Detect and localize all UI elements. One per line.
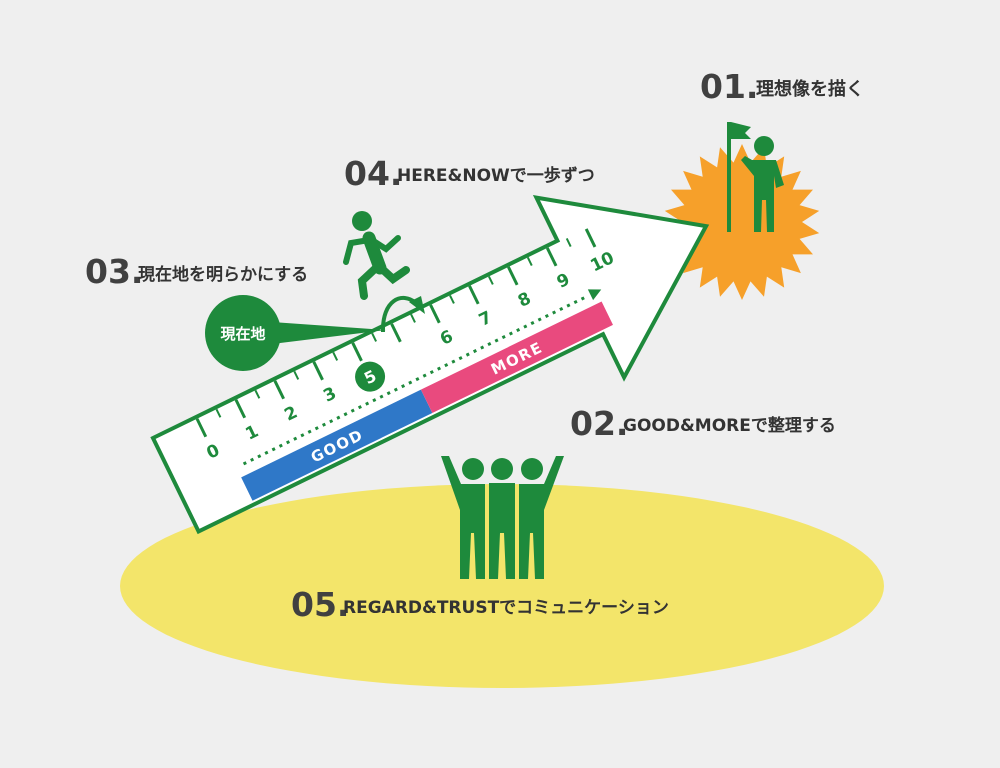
- flag-person-icon: [727, 122, 784, 232]
- ruler-minor-tick: [215, 408, 222, 418]
- step-04-number: 04.: [344, 154, 402, 193]
- dotted-line-arrowhead: [587, 289, 602, 301]
- ruler-tick: [584, 228, 597, 248]
- ruler-minor-tick: [565, 237, 572, 247]
- current-location-label: 現在地: [220, 325, 265, 343]
- step-03: 03. 現在地を明らかにする: [85, 252, 308, 291]
- ruler-tick: [273, 380, 285, 400]
- step-01-label: 理想像を描く: [756, 78, 864, 100]
- step-05-number: 05.: [291, 585, 349, 624]
- walking-person-icon: [343, 211, 410, 300]
- ruler-minor-tick: [526, 256, 533, 266]
- arrow-ruler-body: [150, 194, 710, 535]
- step-01: 01. 理想像を描く: [700, 67, 864, 106]
- step-03-number: 03.: [85, 252, 143, 291]
- ruler-tick: [429, 304, 441, 324]
- ruler-tick: [195, 418, 208, 438]
- ruler-tick: [468, 285, 480, 305]
- ruler-minor-tick: [410, 313, 416, 323]
- ruler-tick: [507, 266, 519, 286]
- ruler-minor-tick: [254, 389, 261, 399]
- curved-arrow-icon: [380, 296, 425, 333]
- step-02: 02. GOOD&MOREで整理する: [570, 404, 836, 443]
- step-04-label: HERE&NOWで一歩ずつ: [397, 165, 595, 186]
- ruler-tick: [351, 342, 363, 362]
- ruler-minor-tick: [332, 351, 339, 361]
- step-02-label: GOOD&MOREで整理する: [623, 415, 836, 436]
- arrow-ruler: 01234678910 GOOD MORE 5: [150, 194, 710, 535]
- ruler-tick: [390, 323, 402, 343]
- ruler-tick: [545, 247, 558, 267]
- step-05-label: REGARD&TRUSTでコミュニケーション: [343, 598, 669, 618]
- ruler-tick: [312, 361, 324, 381]
- step-03-label: 現在地を明らかにする: [138, 264, 308, 285]
- current-location-bubble: 現在地: [205, 295, 386, 371]
- ruler-minor-tick: [449, 294, 455, 304]
- current-value-marker: [355, 361, 386, 392]
- step-04: 04. HERE&NOWで一歩ずつ: [344, 154, 595, 193]
- team-ellipse: [120, 484, 884, 688]
- ruler-minor-tick: [293, 370, 300, 380]
- step-05: 05. REGARD&TRUSTでコミュニケーション: [291, 585, 669, 624]
- step-01-number: 01.: [700, 67, 758, 106]
- ruler-tick: [234, 399, 247, 419]
- more-band: [420, 301, 613, 414]
- good-band: [241, 389, 433, 501]
- three-people-cheering-icon: [441, 456, 564, 579]
- ruler-minor-tick: [371, 332, 377, 342]
- ruler-minor-tick: [488, 275, 494, 285]
- step-02-number: 02.: [570, 404, 628, 443]
